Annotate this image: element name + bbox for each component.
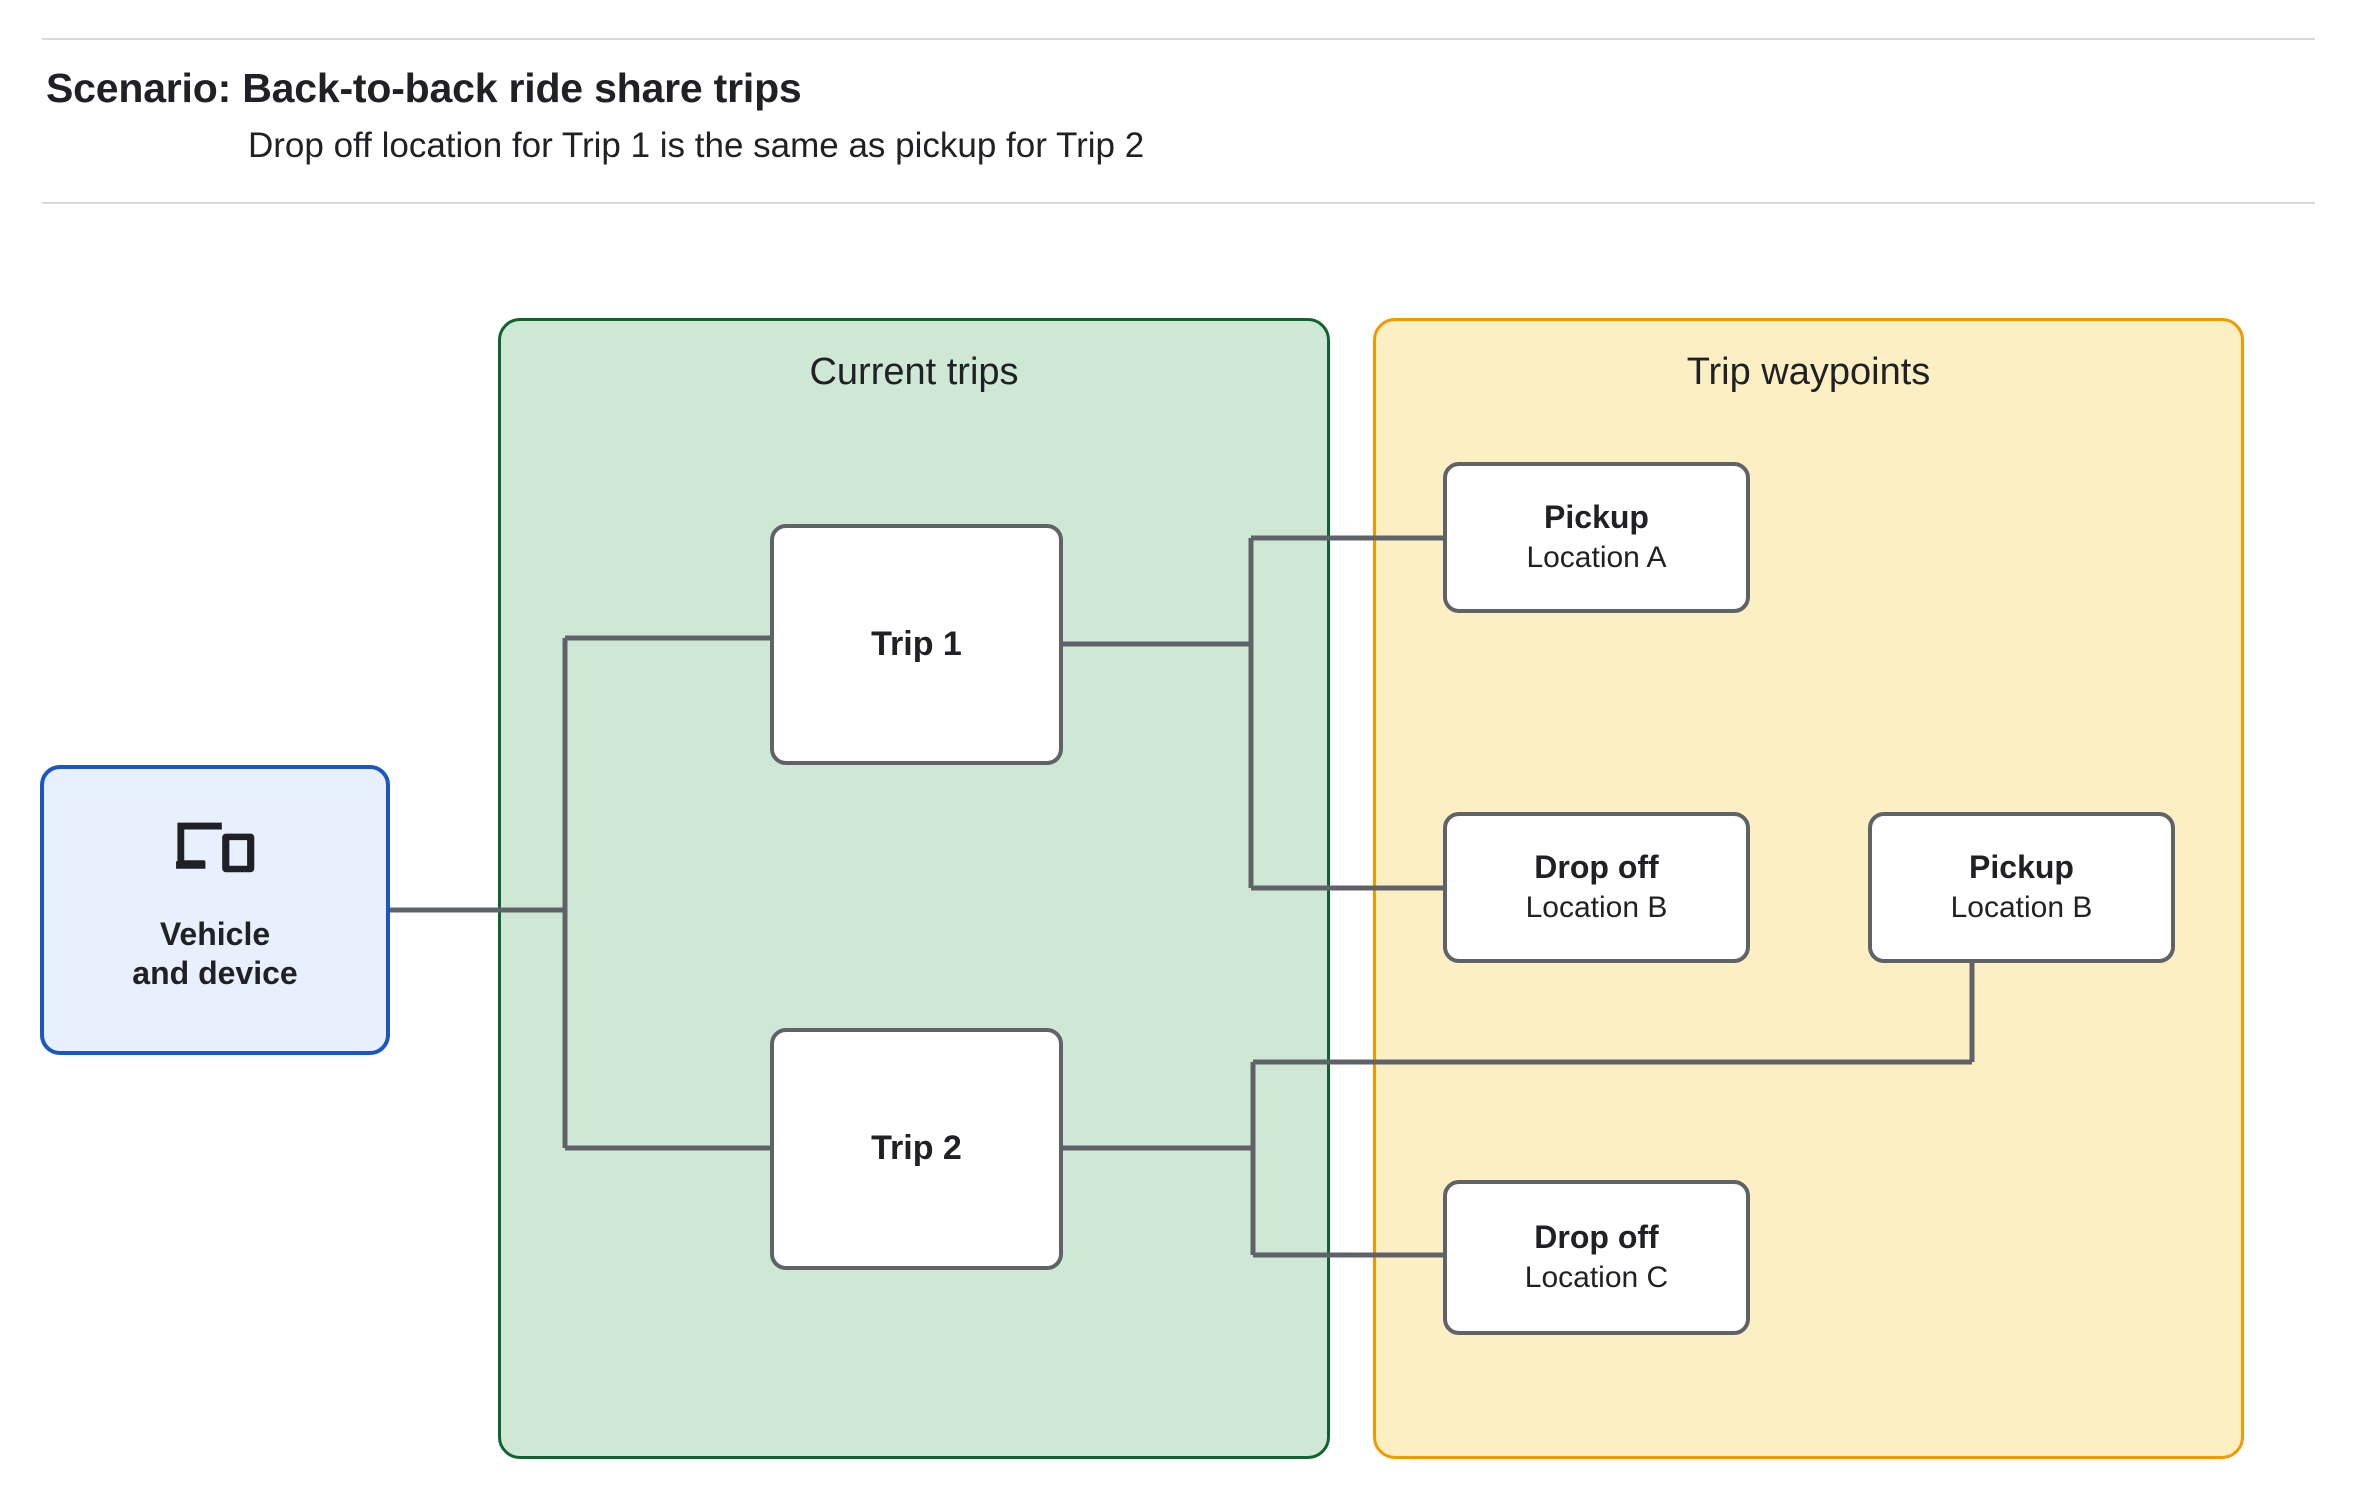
node-dropoff-location-b[interactable]: Drop off Location B <box>1443 812 1750 963</box>
node-pickup-a-title: Pickup <box>1544 499 1649 536</box>
node-pickup-a-location: Location A <box>1526 540 1667 574</box>
page-subtitle: Drop off location for Trip 1 is the same… <box>248 126 1145 165</box>
node-dropoff-c-location: Location C <box>1524 1260 1669 1294</box>
node-trip-1[interactable]: Trip 1 <box>770 524 1063 765</box>
page-title: Scenario: Back-to-back ride share trips <box>46 65 802 111</box>
group-trip-waypoints-label: Trip waypoints <box>1686 351 1931 393</box>
group-current-trips-label: Current trips <box>809 351 1019 393</box>
node-trip-1-label: Trip 1 <box>871 624 962 663</box>
node-dropoff-location-c[interactable]: Drop off Location C <box>1443 1180 1750 1335</box>
header-divider-bottom <box>42 202 2315 204</box>
node-dropoff-b-location: Location B <box>1525 890 1668 924</box>
node-pickup-b-location: Location B <box>1950 890 2093 924</box>
node-pickup-location-b[interactable]: Pickup Location B <box>1868 812 2175 963</box>
node-dropoff-c-title: Drop off <box>1534 1219 1659 1256</box>
node-vehicle-line2: and device <box>132 955 298 991</box>
header-divider-top <box>42 38 2315 40</box>
devices-icon <box>176 822 255 873</box>
node-pickup-b-title: Pickup <box>1969 849 2074 886</box>
node-trip-2-label: Trip 2 <box>871 1129 962 1168</box>
node-vehicle-line1: Vehicle <box>159 915 271 952</box>
node-dropoff-b-title: Drop off <box>1534 849 1659 886</box>
node-trip-2[interactable]: Trip 2 <box>770 1028 1063 1270</box>
node-pickup-location-a[interactable]: Pickup Location A <box>1443 462 1750 613</box>
